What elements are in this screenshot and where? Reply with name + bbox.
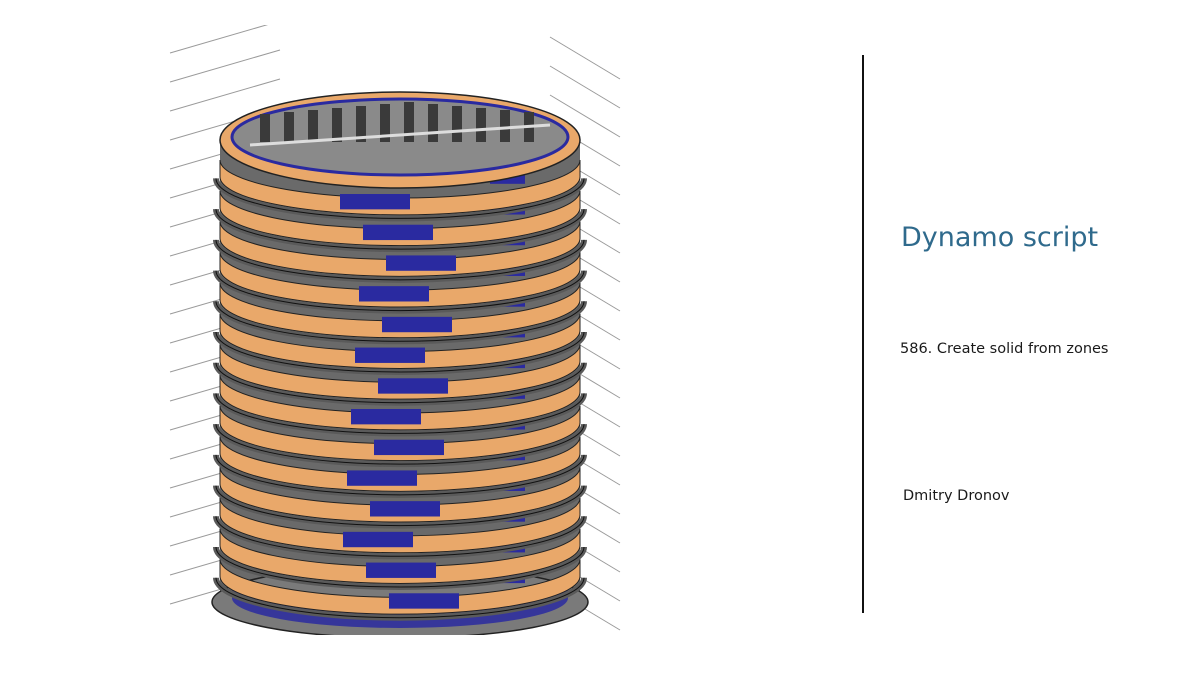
vertical-divider	[862, 55, 864, 613]
interior-wall	[428, 104, 438, 142]
interior-wall	[284, 112, 294, 142]
window-strip	[389, 593, 459, 609]
window-strip	[343, 531, 413, 548]
slab-edge	[215, 178, 585, 219]
window-strip	[374, 439, 444, 456]
window-strip	[351, 409, 421, 425]
gridline	[169, 78, 281, 112]
floor	[213, 159, 587, 222]
floor	[213, 497, 587, 560]
author-name: Dmitry Dronov	[903, 488, 1010, 504]
window-strip	[347, 470, 417, 486]
facade-band	[219, 159, 581, 216]
interior-wall	[404, 102, 414, 142]
slab-edge	[215, 393, 585, 434]
slab-edge	[215, 454, 585, 496]
window-strip	[370, 501, 440, 517]
window-strip	[363, 224, 433, 241]
facade-band	[219, 190, 581, 247]
slab-edge	[215, 424, 585, 465]
interior-wall	[476, 108, 486, 142]
slab-edge	[215, 577, 585, 619]
interior-wall	[452, 106, 462, 142]
window-strip	[359, 286, 429, 302]
slab-edge	[215, 362, 585, 404]
facade-band	[219, 436, 581, 492]
facade-band	[219, 282, 581, 339]
facade-band	[219, 497, 581, 554]
window-strip	[382, 316, 452, 333]
facade-band	[219, 313, 581, 369]
gridline	[549, 94, 621, 138]
slab-edge	[215, 270, 585, 312]
facade-band	[219, 374, 581, 431]
gridline	[549, 36, 621, 80]
building-model-illustration	[169, 25, 621, 635]
slab-edge	[215, 209, 585, 250]
interior-wall	[380, 104, 390, 142]
slab-edge	[215, 239, 585, 281]
interior-wall	[332, 108, 342, 142]
interior-wall	[308, 110, 318, 142]
window-strip	[378, 378, 448, 394]
facade-band	[219, 344, 581, 400]
building-body	[211, 91, 589, 635]
gridline	[169, 49, 281, 83]
window-strip	[355, 347, 425, 363]
gridline	[169, 25, 269, 54]
facade-band	[219, 467, 581, 523]
slab-edge	[215, 516, 585, 557]
facade-band	[219, 528, 581, 584]
interior-wall	[260, 114, 270, 142]
facade-band	[219, 559, 581, 615]
slide-title: Dynamo script	[901, 222, 1099, 253]
window-strip	[386, 255, 456, 271]
script-name: 586. Create solid from zones	[900, 341, 1109, 357]
roof-interior	[230, 97, 570, 177]
slab-edge	[215, 485, 585, 527]
interior-wall	[356, 106, 366, 142]
gridline	[549, 65, 621, 109]
facade-band	[219, 221, 581, 277]
slab-edge	[215, 331, 585, 373]
window-strip	[340, 194, 410, 210]
facade-band	[219, 405, 581, 462]
slab-edge	[215, 301, 585, 342]
facade-band	[219, 252, 581, 308]
corridor	[249, 123, 551, 147]
interior-wall	[500, 110, 510, 142]
window-strip	[366, 562, 436, 578]
slab-edge	[215, 546, 585, 588]
